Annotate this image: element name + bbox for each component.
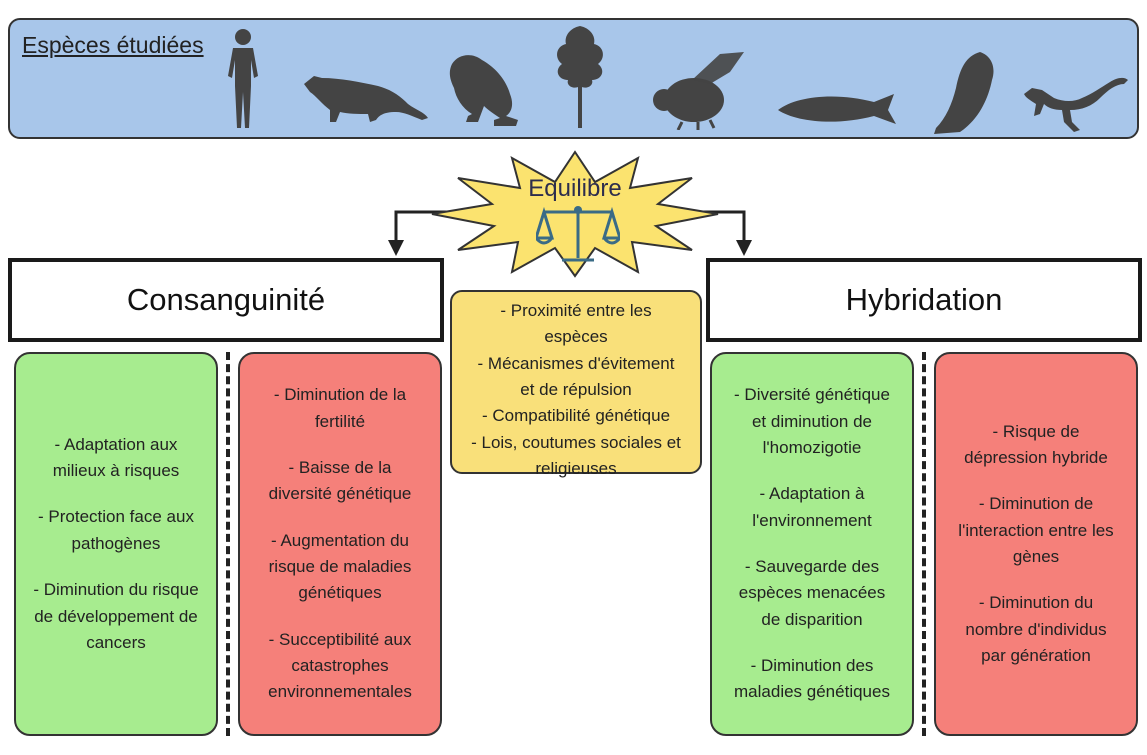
human-icon <box>218 28 268 132</box>
disadvantage-item: - Augmentation du risque de maladies gén… <box>268 530 412 603</box>
disadvantage-item: - Diminution du nombre d'individus par g… <box>965 593 1107 666</box>
advantage-item: - Sauvegarde des espèces menacées de dis… <box>738 557 886 629</box>
advantage-item: - Adaptation aux milieux à risques <box>52 434 180 481</box>
factor-item: - Compatibilité génétique <box>481 406 671 426</box>
advantage-item: - Adaptation à l'environnement <box>752 484 872 530</box>
consanguinite-disadvantages: - Diminution de la fertilité - Baisse de… <box>238 352 442 736</box>
hybridation-header: Hybridation <box>706 258 1142 342</box>
arrow-right-head <box>736 240 752 256</box>
factor-item: - Proximité entre les espèces <box>500 301 652 347</box>
balance-scale-icon <box>536 206 620 262</box>
advantage-item: - Protection face aux pathogènes <box>38 507 194 553</box>
fish-icon <box>776 90 916 128</box>
tree-icon <box>550 24 610 134</box>
frog-icon <box>444 50 524 130</box>
hybridation-disadvantages: - Risque de dépression hybride - Diminut… <box>934 352 1138 736</box>
consanguinite-header: Consanguinité <box>8 258 444 342</box>
consanguinite-advantages: - Adaptation aux milieux à risques - Pro… <box>14 352 218 736</box>
disadvantage-item: - Diminution de l'interaction entre les … <box>958 494 1114 566</box>
equilibre-label: Equilibre <box>528 175 622 202</box>
hybridation-divider <box>922 352 926 736</box>
disadvantage-item: - Diminution de la fertilité <box>273 385 407 431</box>
lizard-icon <box>1020 68 1130 138</box>
disadvantage-item: - Baisse de la diversité génétique <box>268 457 412 504</box>
advantage-item: - Diminution des maladies génétiques <box>734 656 890 702</box>
advantage-item: - Diversité génétique et diminution de l… <box>734 385 890 457</box>
hybridation-advantages: - Diversité génétique et diminution de l… <box>710 352 914 736</box>
marten-icon <box>300 68 430 128</box>
factor-item: - Mécanismes d'évitement et de répulsion <box>477 353 675 400</box>
owl-icon <box>930 48 1000 138</box>
factors-box: - Proximité entre les espèces - Mécanism… <box>450 290 702 478</box>
arrow-left-head <box>388 240 404 256</box>
factor-item: - Lois, coutumes sociales et religieuses <box>471 432 681 479</box>
equilibre-star <box>431 150 719 278</box>
species-panel-title: Espèces étudiées <box>22 32 204 58</box>
disadvantage-item: - Risque de dépression hybride <box>964 421 1108 467</box>
species-panel: Espèces étudiées <box>8 18 1139 139</box>
consanguinite-divider <box>226 352 230 736</box>
advantage-item: - Diminution du risque de développement … <box>33 580 199 652</box>
bee-icon <box>652 50 752 130</box>
disadvantage-item: - Succeptibilité aux catastrophes enviro… <box>268 629 412 702</box>
